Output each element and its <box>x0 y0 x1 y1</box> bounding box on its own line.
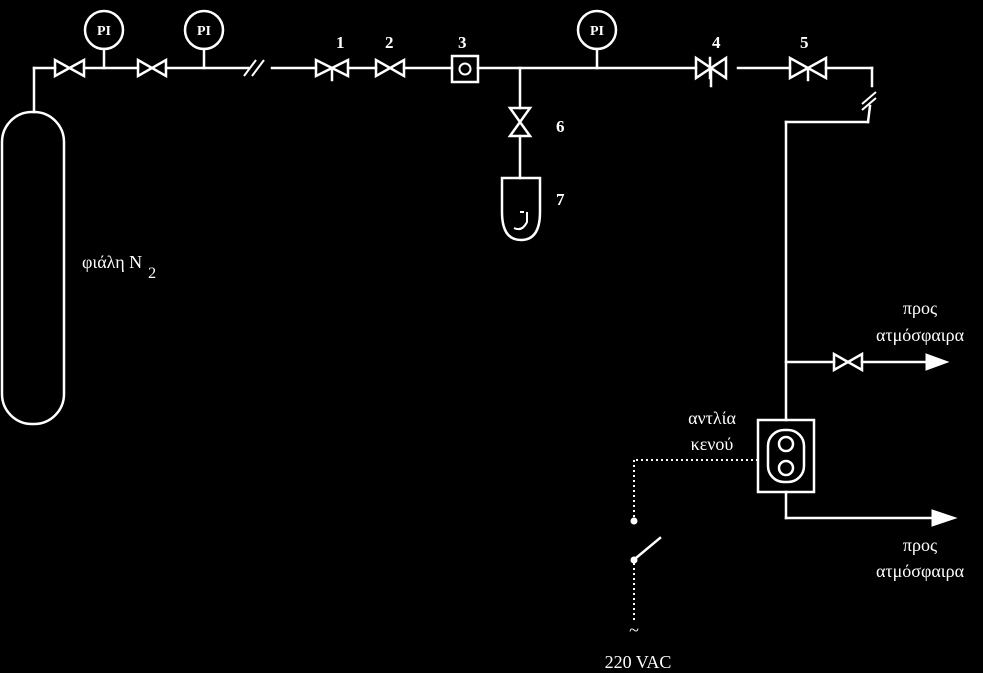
pressure-indicator-1: PI <box>83 9 125 70</box>
vacuum-pump <box>756 418 958 527</box>
main-pipe-left <box>82 59 454 77</box>
sample-vessel-7 <box>500 176 542 242</box>
vent-line-upper <box>784 351 950 373</box>
pi3-label: PI <box>590 24 604 39</box>
valve-left-2 <box>136 57 168 79</box>
label-5: 5 <box>800 33 809 52</box>
main-pipe-right <box>476 66 877 422</box>
pump-label-line2: κενού <box>691 434 734 454</box>
pump-label-line1: αντλία <box>688 408 736 428</box>
branch-sampler <box>507 66 533 180</box>
filter-3 <box>450 54 480 84</box>
power-label: 220 VAC <box>605 652 672 672</box>
label-2: 2 <box>385 33 394 52</box>
label-1: 1 <box>336 33 345 52</box>
valve-left-1 <box>53 57 86 79</box>
ac-symbol: ~ <box>629 620 639 640</box>
atm-lower-line2: ατμόσφαιρα <box>876 561 965 581</box>
power-wiring <box>630 459 758 620</box>
pi2-label: PI <box>197 24 211 39</box>
valve-4 <box>694 55 728 88</box>
valve-5 <box>788 55 828 82</box>
nitrogen-cylinder <box>0 66 66 426</box>
atm-lower-line1: προς <box>903 535 937 555</box>
pressure-indicator-2: PI <box>183 9 225 70</box>
valve-1 <box>314 57 350 82</box>
pressure-indicator-3: PI <box>576 9 618 70</box>
pi1-label: PI <box>97 24 111 39</box>
label-4: 4 <box>712 33 721 52</box>
label-3: 3 <box>458 33 467 52</box>
atm-upper-line2: ατμόσφαιρα <box>876 325 965 345</box>
atm-upper-line1: προς <box>903 298 937 318</box>
label-6: 6 <box>556 117 565 136</box>
cylinder-label: φιάλη N2 <box>82 252 156 282</box>
valve-2 <box>374 57 406 79</box>
label-7: 7 <box>556 190 565 209</box>
